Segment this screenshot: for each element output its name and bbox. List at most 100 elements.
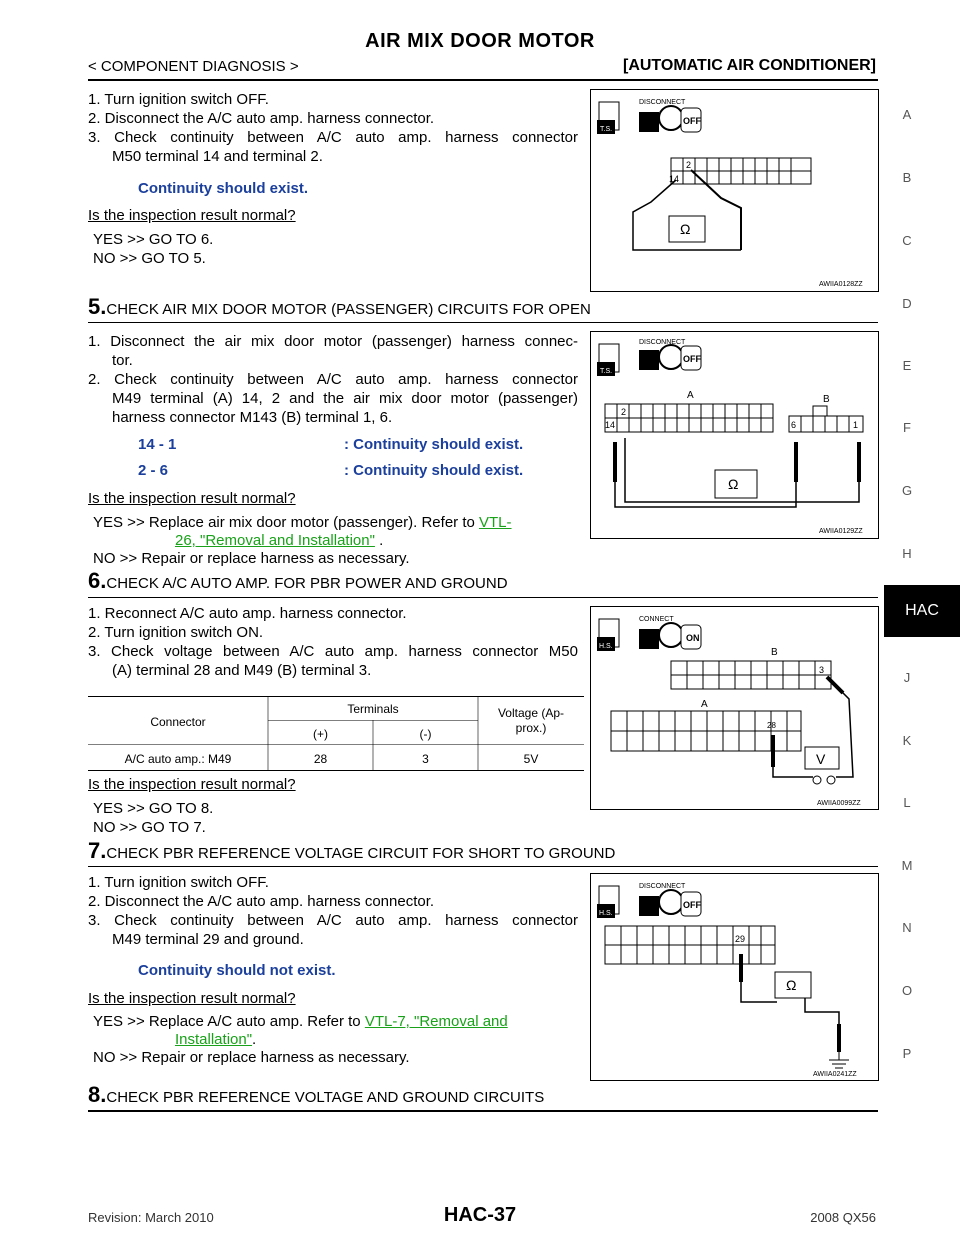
side-index-l[interactable]: L — [903, 795, 911, 810]
step-text: tor. — [112, 352, 133, 369]
step-text: 2. Disconnect the A/C auto amp. harness … — [88, 110, 435, 127]
step-heading: 5.CHECK AIR MIX DOOR MOTOR (PASSENGER) C… — [88, 294, 591, 320]
side-index-hac-tab[interactable]: HAC — [884, 585, 960, 637]
switch-label: OFF — [683, 900, 701, 910]
switch-label: OFF — [683, 354, 701, 364]
side-index-a[interactable]: A — [902, 107, 912, 122]
figure-caption: AWIIA0129ZZ — [819, 528, 863, 535]
step-heading: 7.CHECK PBR REFERENCE VOLTAGE CIRCUIT FO… — [88, 838, 615, 864]
side-index-f[interactable]: F — [903, 420, 911, 435]
pin-label: 14 — [605, 420, 615, 430]
connector-grid — [670, 157, 812, 185]
voltage-table: Connector Terminals (+) (-) Voltage (Ap-… — [88, 696, 584, 776]
disconnect-label: DISCONNECT — [639, 99, 686, 106]
ts-label: T.S. — [600, 368, 612, 375]
wiring-diagram: H.S. CONNECT ON B 3 A 28 — [597, 616, 861, 807]
no-result: NO >> GO TO 7. — [93, 819, 206, 836]
pin-label: 2 — [621, 407, 626, 417]
table-header-connector: Connector — [150, 715, 206, 729]
connector-a-label: A — [687, 390, 694, 401]
pin-label: 14 — [669, 174, 679, 184]
spec-value: : Continuity should exist. — [344, 436, 524, 453]
table-cell-plus: 28 — [313, 752, 328, 766]
yes-result-cont: 26, "Removal and Installation" . — [175, 532, 384, 549]
connector-b-grid — [788, 405, 864, 433]
side-index-h[interactable]: H — [902, 546, 912, 561]
heading-rule — [88, 1110, 878, 1112]
inspection-question: Is the inspection result normal? — [88, 207, 296, 224]
switch-label: ON — [686, 633, 700, 643]
yes-result: YES >> GO TO 6. — [93, 231, 214, 248]
heading-rule — [88, 866, 878, 867]
step-text: 2. Turn ignition switch ON. — [88, 624, 264, 641]
step-heading: 8.CHECK PBR REFERENCE VOLTAGE AND GROUND… — [88, 1082, 544, 1108]
footer-revision: Revision: March 2010 — [88, 1210, 214, 1225]
connector-b-label: B — [771, 647, 778, 658]
table-header-terminals: Terminals — [347, 702, 399, 716]
connector-b-label: B — [823, 394, 830, 405]
step-number: 8. — [88, 1082, 107, 1107]
vtl-26-link[interactable]: VTL- — [479, 514, 512, 531]
no-result: NO >> Repair or replace harness as neces… — [93, 1049, 410, 1066]
step-text: harness connector M143 (B) terminal 1, 6… — [112, 409, 393, 426]
spec-pins: 14 - 1 — [138, 436, 177, 453]
pin-label: 2 — [686, 160, 691, 170]
inspection-question: Is the inspection result normal? — [88, 776, 296, 793]
connect-label: CONNECT — [639, 616, 674, 623]
step-text: 3. Check voltage between A/C auto amp. h… — [88, 643, 578, 660]
connector-a-grid — [604, 403, 774, 433]
voltage-table-lines — [88, 696, 584, 771]
pin-label: 29 — [735, 934, 745, 944]
removal-installation-link[interactable]: Installation" — [175, 1031, 253, 1048]
side-index-j[interactable]: J — [903, 670, 911, 685]
section-right-label: [AUTOMATIC AIR CONDITIONER] — [622, 57, 876, 74]
disconnect-label: DISCONNECT — [639, 883, 686, 890]
switch-label: OFF — [683, 116, 701, 126]
side-index-d[interactable]: D — [902, 296, 912, 311]
step-text: M50 terminal 14 and terminal 2. — [112, 148, 323, 165]
spec-pins: 2 - 6 — [138, 462, 169, 479]
removal-installation-link[interactable]: 26, "Removal and Installation" — [175, 532, 375, 549]
side-index-c[interactable]: C — [902, 233, 912, 248]
figure-caption: AWIIA0099ZZ — [817, 800, 861, 807]
probe-lead — [632, 179, 741, 251]
yes-result: YES >> Replace A/C auto amp. Refer to VT… — [93, 1013, 508, 1030]
connector-a-grid — [610, 710, 802, 752]
connector-b-grid — [670, 660, 832, 690]
wiring-diagram: T.S. DISCONNECT OFF 2 14 Ω AWIIA0128ZZ — [597, 99, 863, 288]
page-title: AIR MIX DOOR MOTOR — [365, 30, 595, 52]
side-index-o[interactable]: O — [901, 983, 913, 998]
meter-icon: V — [816, 751, 826, 767]
step-title: CHECK PBR REFERENCE VOLTAGE AND GROUND C… — [106, 1089, 545, 1106]
wiring-diagram: T.S. DISCONNECT OFF A B 2 14 6 1 — [597, 339, 864, 535]
step-text: 3. Check continuity between A/C auto amp… — [88, 912, 578, 929]
side-index-b[interactable]: B — [902, 170, 912, 185]
table-header-voltage: Voltage (Ap- prox.) — [497, 706, 565, 735]
vtl-7-link[interactable]: VTL-7, "Removal and — [364, 1013, 508, 1030]
spec-text: Continuity should not exist. — [138, 962, 336, 979]
ground-short-figure: H.S. DISCONNECT OFF 29 Ω — [590, 873, 879, 1081]
figure-caption: AWIIA0241ZZ — [813, 1071, 857, 1078]
step-text: M49 terminal 29 and ground. — [112, 931, 304, 948]
meter-icon: Ω — [786, 977, 796, 993]
step-text: M49 terminal (A) 14, 2 and the air mix d… — [112, 390, 578, 407]
side-index-m[interactable]: M — [901, 858, 913, 873]
no-result: NO >> GO TO 5. — [93, 250, 206, 267]
side-index-n[interactable]: N — [902, 920, 912, 935]
step-number: 7. — [88, 838, 107, 863]
page-number: HAC-37 — [443, 1204, 517, 1226]
yes-result: YES >> Replace air mix door motor (passe… — [93, 514, 512, 531]
step-title: CHECK PBR REFERENCE VOLTAGE CIRCUIT FOR … — [106, 845, 616, 862]
side-index-e[interactable]: E — [902, 358, 912, 373]
ground-icon — [829, 1052, 849, 1069]
heading-rule — [88, 322, 878, 323]
side-index-p[interactable]: P — [902, 1046, 912, 1061]
no-result: NO >> Repair or replace harness as neces… — [93, 550, 410, 567]
step-text: 1. Turn ignition switch OFF. — [88, 874, 269, 891]
side-index-g[interactable]: G — [901, 483, 913, 498]
table-header-minus: (-) — [419, 727, 432, 741]
step-text: 1. Reconnect A/C auto amp. harness conne… — [88, 605, 407, 622]
side-index-k[interactable]: K — [902, 733, 912, 748]
heading-rule — [88, 597, 878, 598]
yes-result-cont: Installation". — [175, 1031, 257, 1048]
